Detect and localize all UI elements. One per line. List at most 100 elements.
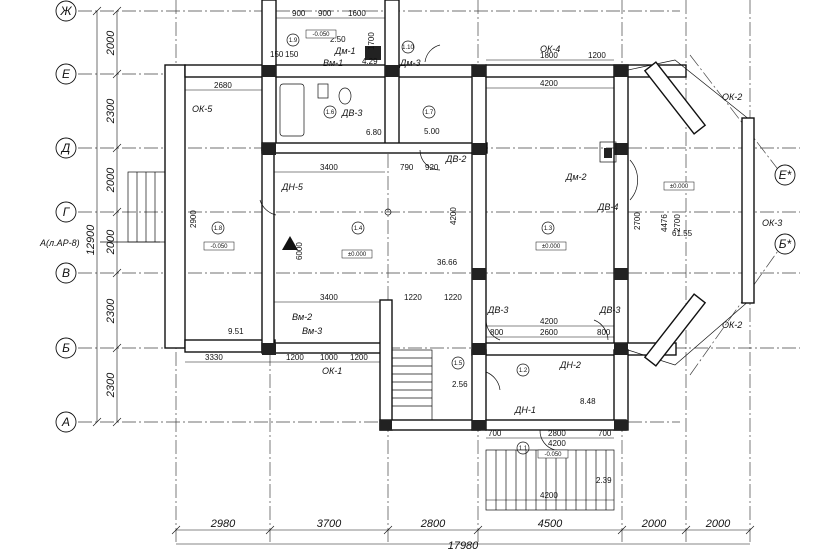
door-tag-dn1: ДН-1 — [514, 405, 536, 415]
room-area: 36.66 — [437, 258, 458, 267]
door-tag-dv3-a: ДВ-3 — [341, 108, 362, 118]
room-number: 1.2 — [519, 368, 528, 374]
room-number: 1.8 — [214, 226, 223, 232]
inner-dim: 1700 — [367, 32, 376, 50]
level-mark: ±0.000 — [348, 252, 367, 258]
inner-dim: 150 — [270, 50, 284, 59]
window-tag-vm1: Вм-1 — [323, 58, 343, 68]
axis-label-zh: Ж — [59, 4, 72, 18]
door-window-tags: Дм-1 Вм-1 Дм-3 ДВ-3 ДВ-2 Дм-2 ДВ-4 ДН-5 … — [192, 44, 782, 415]
door-tag-dv2: ДВ-2 — [445, 154, 466, 164]
axis-label-e-star: Е* — [779, 168, 792, 182]
inner-dim: 4476 — [660, 214, 669, 232]
walls — [164, 0, 687, 431]
inner-dim: 1200 — [350, 353, 368, 362]
toilet-icon — [338, 87, 352, 105]
room-1-3: 1.3 61.55 — [541, 221, 693, 238]
inner-dim: 2680 — [214, 81, 232, 90]
axis-label-e: Е — [62, 67, 71, 81]
door-tag-dm3: Дм-3 — [399, 58, 421, 68]
column-marker — [384, 208, 392, 216]
section-ref-label: А(л.АР-8) — [39, 238, 80, 248]
inner-dim: 1200 — [588, 51, 606, 60]
bottom-dim-4: 4500 — [538, 518, 563, 530]
left-dimension-chain: 2000 2300 2000 2000 2300 2300 12900 — [85, 6, 122, 427]
room-number: 1.6 — [326, 110, 335, 116]
row-axis-bubble-g: Г — [55, 201, 77, 223]
inner-dim: 1220 — [444, 293, 462, 302]
inner-dim: 4200 — [449, 207, 458, 225]
bottom-dim-3: 2800 — [420, 518, 446, 530]
door-tag-dn5: ДН-5 — [281, 182, 304, 192]
inner-dim: 3400 — [320, 163, 338, 172]
room-area: 61.55 — [672, 229, 693, 238]
room-area: 8.48 — [580, 397, 596, 406]
room-area: 2.50 — [330, 35, 346, 44]
inner-dim: 1000 — [320, 353, 338, 362]
window-tag-ok3: ОК-3 — [762, 218, 782, 228]
window-tag-ok1: ОК-1 — [322, 366, 342, 376]
row-axis-bubble-e: Е — [55, 63, 77, 85]
inner-dim: 1220 — [404, 293, 422, 302]
window-tag-vm3: Вм-3 — [302, 326, 322, 336]
inner-dim: 2900 — [189, 210, 198, 228]
room-1-7: 1.7 5.00 — [422, 105, 440, 136]
row-axis-bubble-v: В — [55, 262, 77, 284]
fireplace-icon — [599, 141, 617, 163]
bottom-dim-total: 17980 — [448, 540, 479, 550]
row-axis-bubble-b: Б — [55, 337, 77, 359]
room-area: 6.80 — [366, 128, 382, 137]
inner-dim: 900 — [318, 9, 332, 18]
inner-dim: 4200 — [540, 491, 558, 500]
room-area: 4.29 — [362, 57, 378, 66]
inner-dim: 2800 — [548, 429, 566, 438]
window-tag-ok4: ОК-4 — [540, 44, 560, 54]
room-1-8: 1.8 9.51 — [211, 221, 244, 336]
bottom-dim-5: 2000 — [641, 518, 667, 530]
bottom-dim-1: 2980 — [210, 518, 236, 530]
room-area: 5.00 — [424, 127, 440, 136]
stove-icon — [365, 46, 381, 60]
bottom-dimension-chain: 2980 3700 2800 4500 2000 2000 17980 — [171, 518, 755, 550]
left-dim-total: 12900 — [85, 224, 97, 255]
room-1-5: 1.5 2.56 — [451, 356, 468, 389]
room-1-10: 1.10 4.29 — [362, 40, 414, 66]
inner-dim: 4200 — [548, 439, 566, 448]
inner-dim: 900 — [292, 9, 306, 18]
bathtub-icon — [279, 83, 305, 137]
room-1-4: 1.4 36.66 — [351, 221, 458, 267]
room-number: 1.7 — [425, 110, 434, 116]
bay-window — [627, 59, 755, 367]
inner-dim: 1200 — [286, 353, 304, 362]
axis-label-a: А — [61, 415, 70, 429]
level-mark: ±0.000 — [542, 244, 561, 250]
room-number: 1.10 — [402, 45, 414, 51]
inner-dim: 2700 — [633, 212, 642, 230]
inner-dim: 6000 — [295, 242, 304, 260]
room-1-1: 1.1 2.39 — [516, 441, 612, 485]
room-1-6: 1.6 6.80 — [323, 105, 382, 137]
inner-dim: 1800 — [540, 51, 558, 60]
door-swings — [259, 44, 638, 451]
left-dim-6: 2300 — [105, 372, 117, 398]
inner-dim: 2600 — [540, 328, 558, 337]
axis-label-g: Г — [63, 205, 71, 219]
room-number: 1.5 — [454, 361, 463, 367]
inner-dim: 2700 — [673, 214, 682, 232]
floor-levels: -0.050 -0.050 ±0.000 ±0.000 ±0.000 -0.05… — [203, 29, 695, 459]
inner-dim: 920 — [425, 163, 439, 172]
door-tag-dv3-b: ДВ-3 — [487, 305, 508, 315]
inner-dim: 150 — [285, 50, 299, 59]
axis-label-v: В — [62, 266, 70, 280]
door-tag-dm1: Дм-1 — [334, 46, 356, 56]
left-dim-2: 2300 — [105, 98, 117, 124]
door-tag-dv3-c: ДВ-3 — [599, 305, 620, 315]
window-tag-ok5: ОК-5 — [192, 104, 213, 114]
window-tag-vm2: Вм-2 — [292, 312, 312, 322]
inner-dim: 790 — [400, 163, 414, 172]
bottom-dim-2: 3700 — [317, 518, 342, 530]
window-tag-ok2-bottom: ОК-2 — [722, 320, 742, 330]
left-dim-5: 2300 — [105, 298, 117, 324]
axis-label-b: Б — [62, 341, 70, 355]
room-number: 1.9 — [289, 38, 298, 44]
